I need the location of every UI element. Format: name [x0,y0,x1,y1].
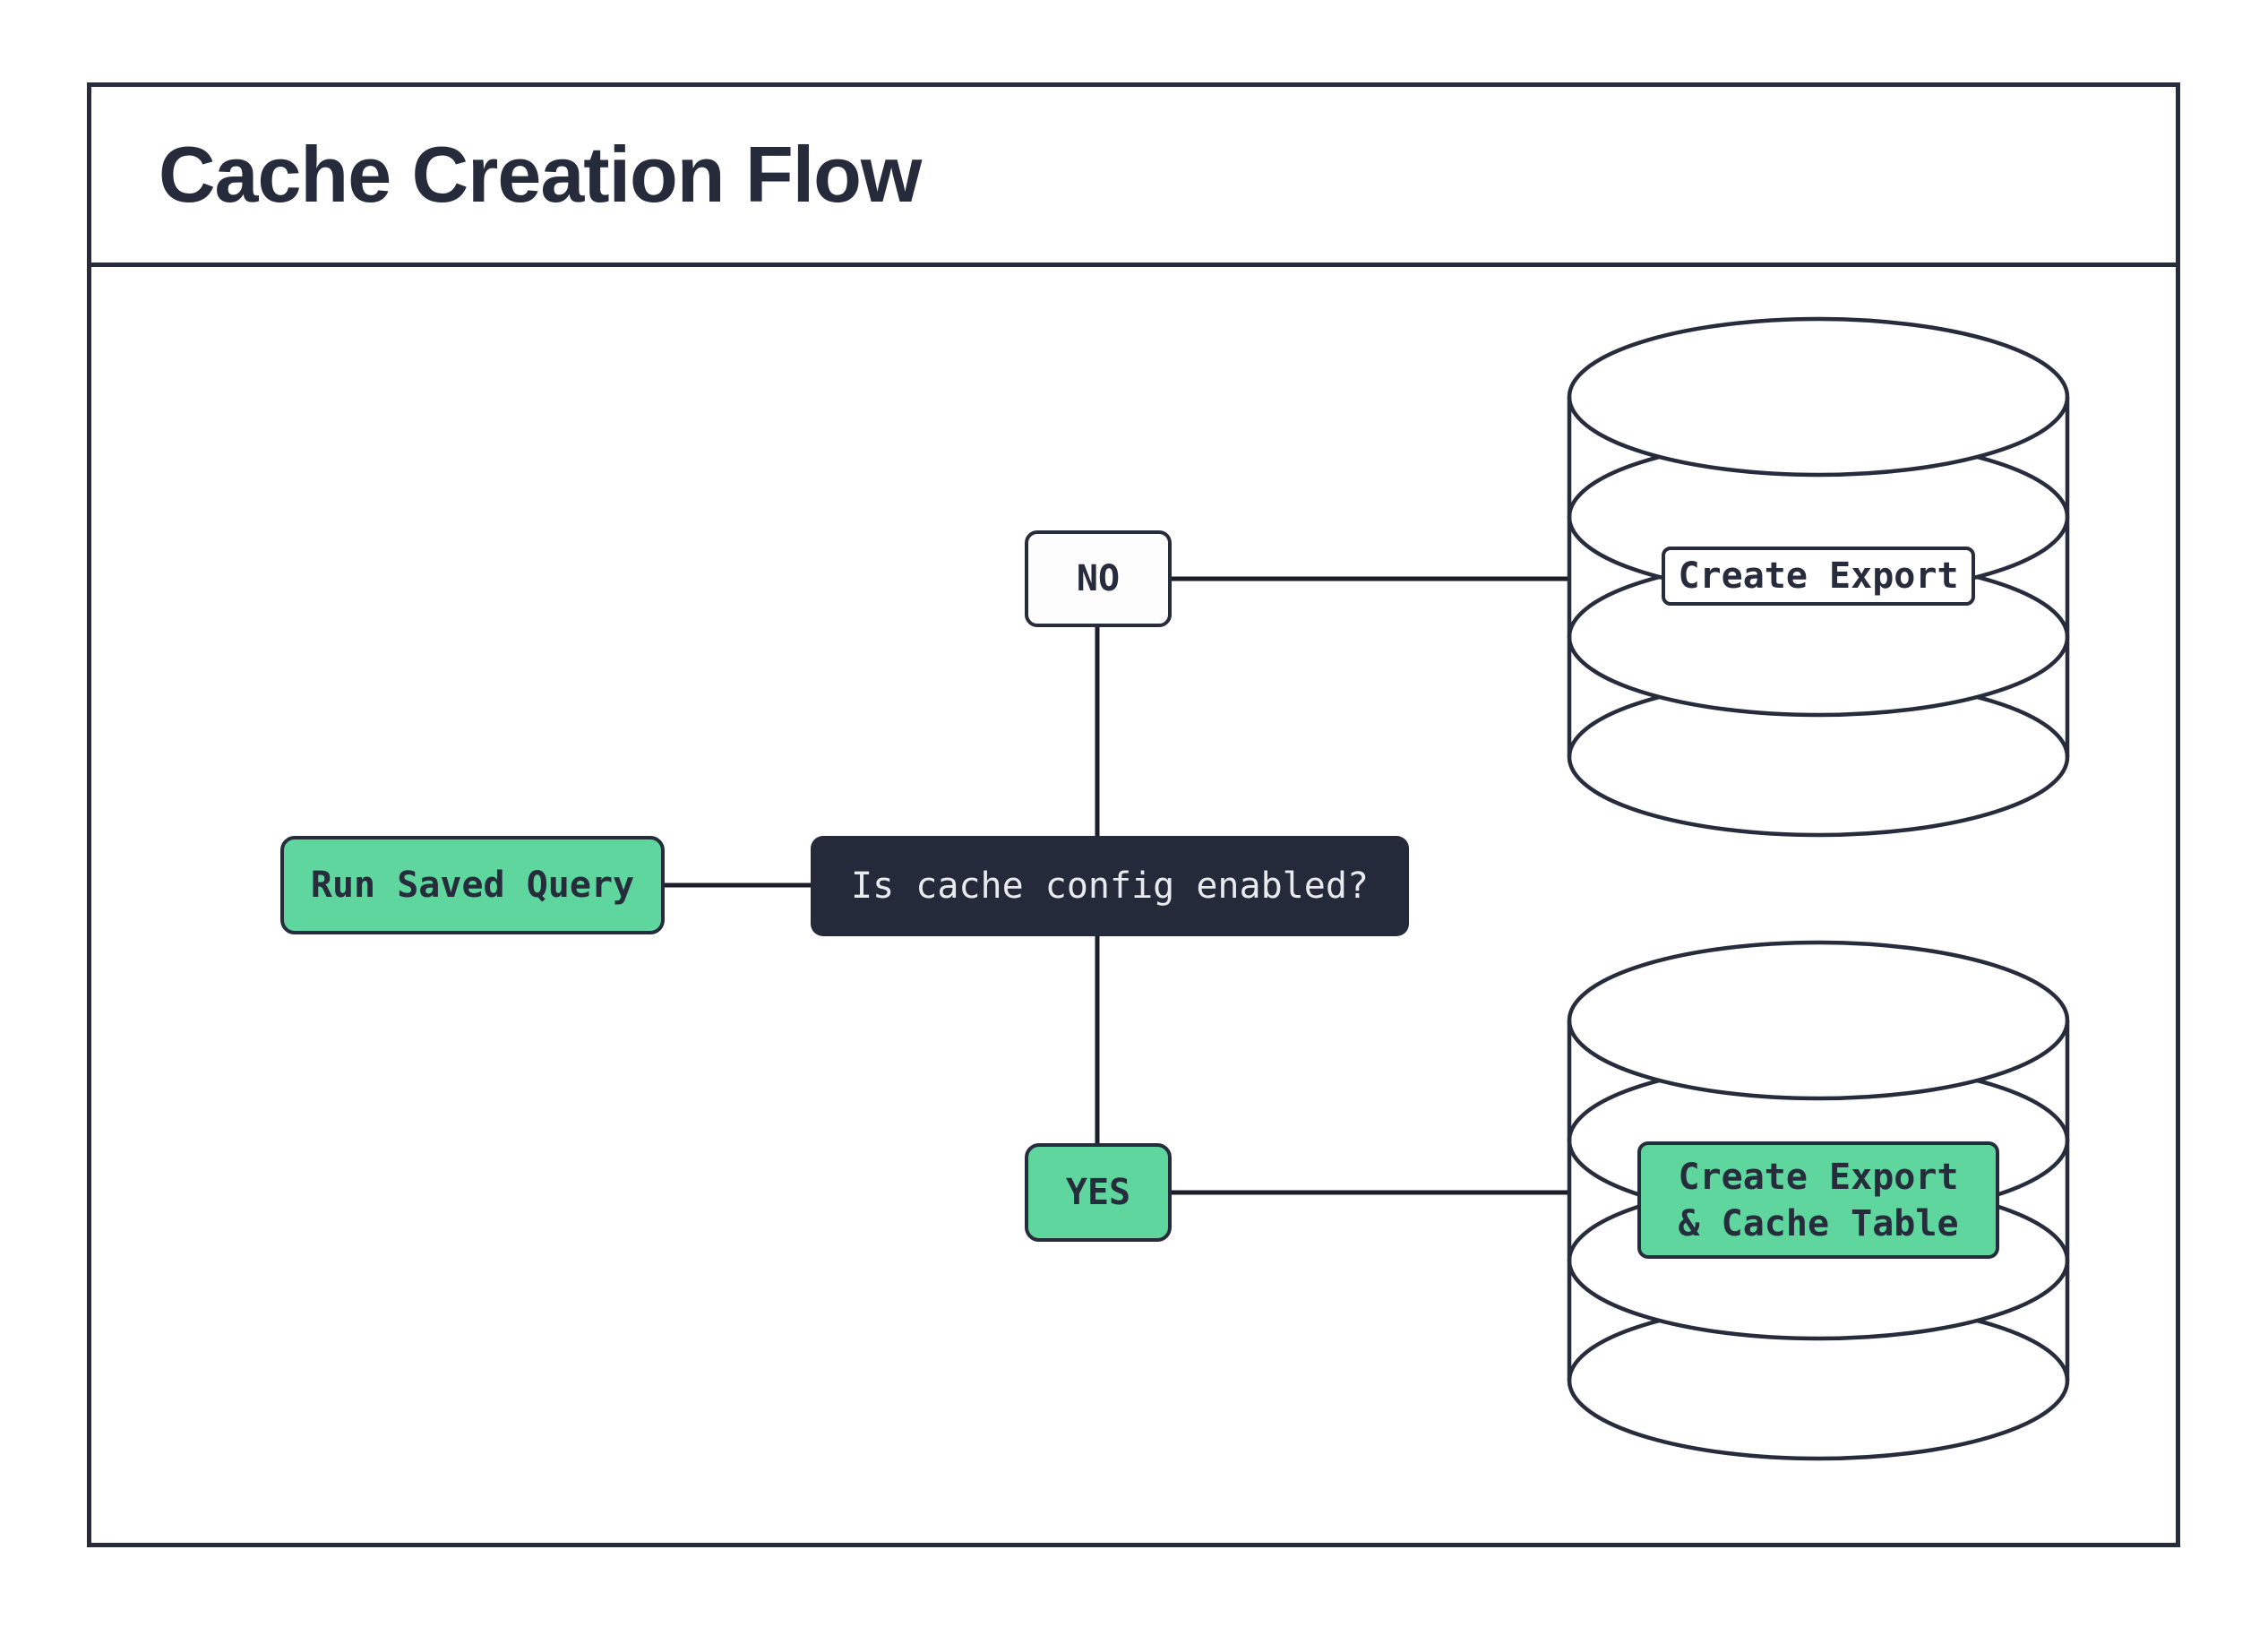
db-label-create-export: Create Export [1662,547,1975,606]
flow-node-label: Create Export [1678,555,1959,597]
page-title: Cache Creation Flow [159,130,922,219]
db-label-create-export-cache-table: Create Export & Cache Table [1637,1141,1999,1259]
flow-node-label: NO [1076,558,1121,599]
flow-node-run-saved-query: Run Saved Query [280,836,665,934]
flow-node-label: YES [1065,1172,1131,1213]
flow-node-label: Is cache config enabled? [851,865,1369,907]
diagram-frame: Cache Creation Flow [87,82,2180,1547]
flow-branch-yes: YES [1025,1143,1172,1242]
flow-branch-no: NO [1025,530,1172,627]
diagram-header: Cache Creation Flow [91,87,2176,267]
flow-node-decision: Is cache config enabled? [811,836,1409,936]
flow-node-label: Run Saved Query [310,865,635,906]
flow-node-label: Create Export & Cache Table [1678,1156,1959,1244]
